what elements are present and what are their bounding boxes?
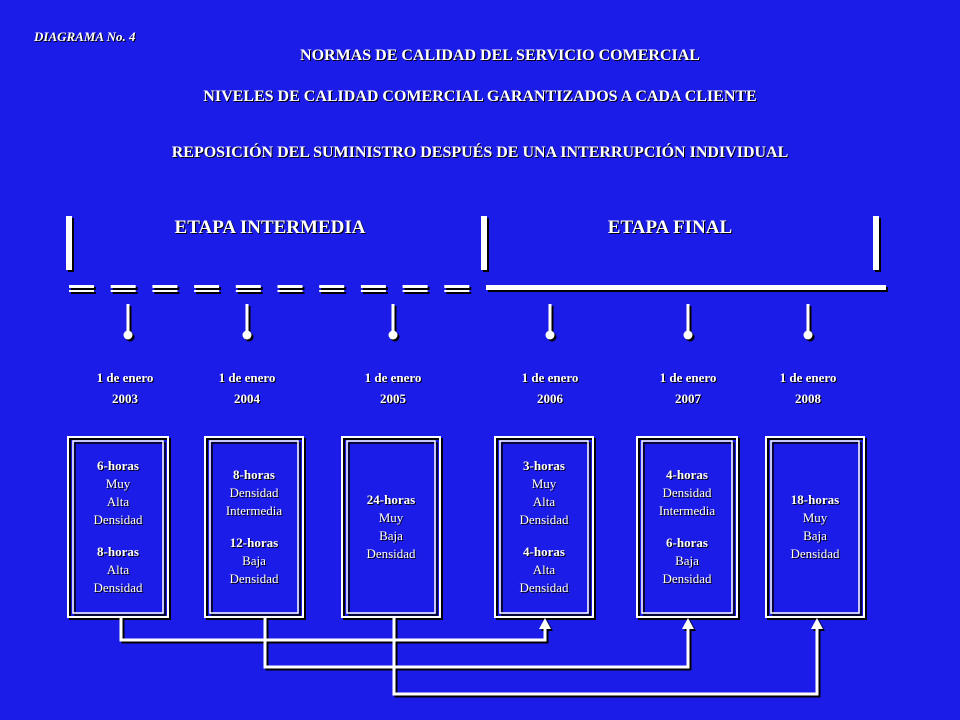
milestone-marker-stem	[126, 304, 130, 334]
diagram-number-label: DIAGRAMA No. 4	[34, 29, 136, 44]
timeline-dash-underline	[319, 290, 345, 292]
timeline-dash-underline	[444, 290, 470, 292]
page-title: NORMAS DE CALIDAD DEL SERVICIO COMERCIAL	[300, 47, 700, 64]
timeline-dash	[194, 285, 220, 288]
requirement-box-outer	[494, 436, 594, 618]
connector-horizontal	[263, 665, 690, 669]
page-subtitle: NIVELES DE CALIDAD COMERCIAL GARANTIZADO…	[203, 88, 757, 105]
milestone-marker-stem	[548, 304, 552, 334]
connector-rise	[686, 628, 690, 669]
timeline-dash-underline	[110, 290, 136, 292]
connector-drop	[392, 617, 396, 696]
milestone-marker-stem	[391, 304, 395, 334]
timeline-dash-underline	[360, 290, 386, 292]
requirement-box-inner	[499, 440, 589, 614]
timeline-dash	[277, 285, 303, 288]
timeline-dash	[319, 285, 345, 288]
timeline-dash-underline	[152, 290, 178, 292]
timeline-dash-underline	[194, 290, 220, 292]
requirement-box-inner	[209, 440, 299, 614]
timeline-dash-underline	[235, 290, 261, 292]
milestone-marker-stem	[245, 304, 249, 334]
timeline-dash	[69, 285, 94, 288]
milestone-marker-stem	[686, 304, 690, 334]
timeline-dash	[152, 285, 178, 288]
milestone-marker-dot	[545, 330, 555, 340]
connector-horizontal	[119, 638, 547, 642]
timeline-dash	[110, 285, 136, 288]
milestone-marker-dot	[683, 330, 693, 340]
connector-horizontal	[392, 692, 819, 696]
connector-rise	[543, 628, 547, 642]
connector-rise	[815, 628, 819, 696]
requirement-box-outer	[67, 436, 169, 618]
connector-arrowhead	[539, 618, 551, 629]
requirement-box-outer	[204, 436, 304, 618]
milestone-marker-dot	[803, 330, 813, 340]
stage-bracket-left	[66, 216, 72, 270]
requirement-box-inner	[641, 440, 733, 614]
timeline-dash	[402, 285, 428, 288]
requirement-box-inner	[346, 440, 436, 614]
requirement-box-inner	[770, 440, 860, 614]
section-title: REPOSICIÓN DEL SUMINISTRO DESPUÉS DE UNA…	[171, 144, 789, 161]
requirement-box-outer	[341, 436, 441, 618]
timeline-dash-underline	[69, 290, 94, 292]
requirement-box-outer	[636, 436, 738, 618]
timeline-dash	[444, 285, 470, 288]
connector-drop	[119, 617, 123, 642]
timeline-dash	[235, 285, 261, 288]
milestone-marker-stem	[806, 304, 810, 334]
milestone-marker-dot	[388, 330, 398, 340]
connector-drop	[263, 617, 267, 669]
requirement-box-outer	[765, 436, 865, 618]
milestone-marker-dot	[242, 330, 252, 340]
timeline-solid	[486, 285, 886, 290]
timeline-dash-underline	[402, 290, 428, 292]
requirement-box-inner	[72, 440, 164, 614]
stage-bracket-right	[873, 216, 879, 270]
timeline-dash	[360, 285, 386, 288]
connector-arrowhead	[811, 618, 823, 629]
stage-label-final: ETAPA FINAL	[607, 217, 733, 238]
stage-label-intermedia: ETAPA INTERMEDIA	[174, 217, 366, 238]
stage-bracket-middle	[481, 216, 487, 270]
connector-arrowhead	[682, 618, 694, 629]
milestone-marker-dot	[123, 330, 133, 340]
timeline-dash-underline	[277, 290, 303, 292]
